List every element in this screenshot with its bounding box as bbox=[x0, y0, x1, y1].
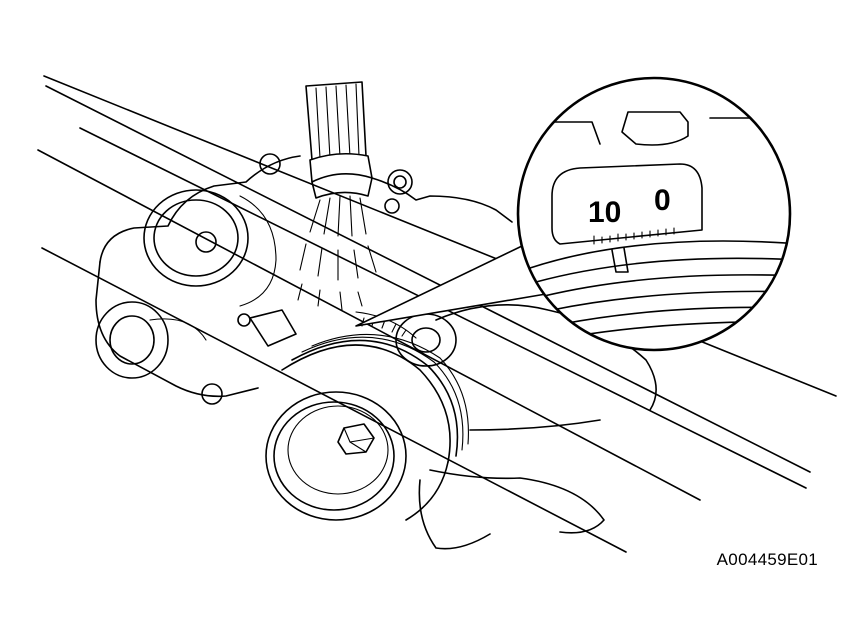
water-pump-pulley bbox=[395, 313, 457, 367]
figure-code-label: A004459E01 bbox=[716, 550, 818, 569]
upper-pulley bbox=[143, 189, 277, 307]
timing-light bbox=[297, 81, 377, 311]
alternator-pulley bbox=[95, 301, 207, 379]
magnified-timing-scale: 10 0 bbox=[516, 76, 792, 352]
crankshaft-pulley bbox=[237, 309, 469, 521]
drive-belt-lines bbox=[37, 75, 837, 553]
timing-scale-label-10: 10 bbox=[588, 196, 621, 229]
timing-scale-label-0: 0 bbox=[654, 184, 671, 217]
